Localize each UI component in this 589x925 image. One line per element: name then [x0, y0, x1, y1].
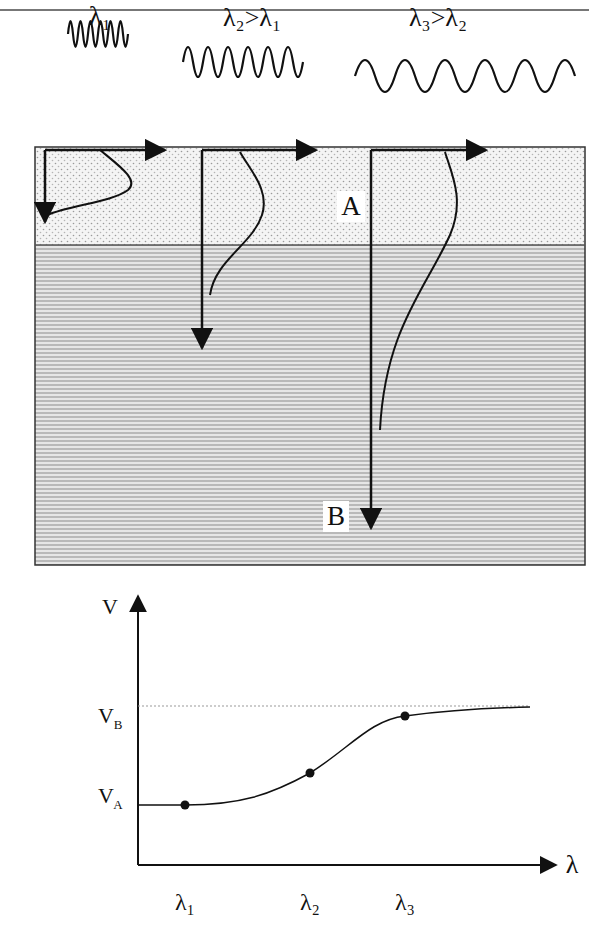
axis-label: V: [96, 704, 116, 728]
layer-a: [35, 147, 585, 245]
wavelength-label: λ₂>λ₁: [221, 4, 283, 32]
tick-label: λ₂: [298, 889, 322, 915]
axes-arrows: [45, 150, 486, 528]
axis-label: λ: [564, 851, 581, 879]
layer-label: A: [337, 191, 365, 222]
interface: [35, 244, 585, 246]
axis-label: V: [100, 595, 120, 619]
tick-label: λ₃: [393, 889, 417, 915]
wavelength-label: λ₁: [87, 2, 114, 31]
top-rule: [0, 9, 589, 11]
amplitude-profiles: [47, 150, 457, 430]
layer-b: [35, 245, 585, 565]
wavelength-label: λ₃>λ₂: [407, 4, 469, 32]
tick-label: λ₁: [173, 889, 197, 915]
subscript: B: [112, 717, 125, 732]
graph: [138, 596, 556, 865]
subscript: A: [111, 797, 124, 812]
layer-label: B: [323, 501, 349, 532]
axis-label: V: [96, 784, 116, 808]
medium-outline: [35, 147, 585, 565]
waves: [68, 21, 575, 92]
